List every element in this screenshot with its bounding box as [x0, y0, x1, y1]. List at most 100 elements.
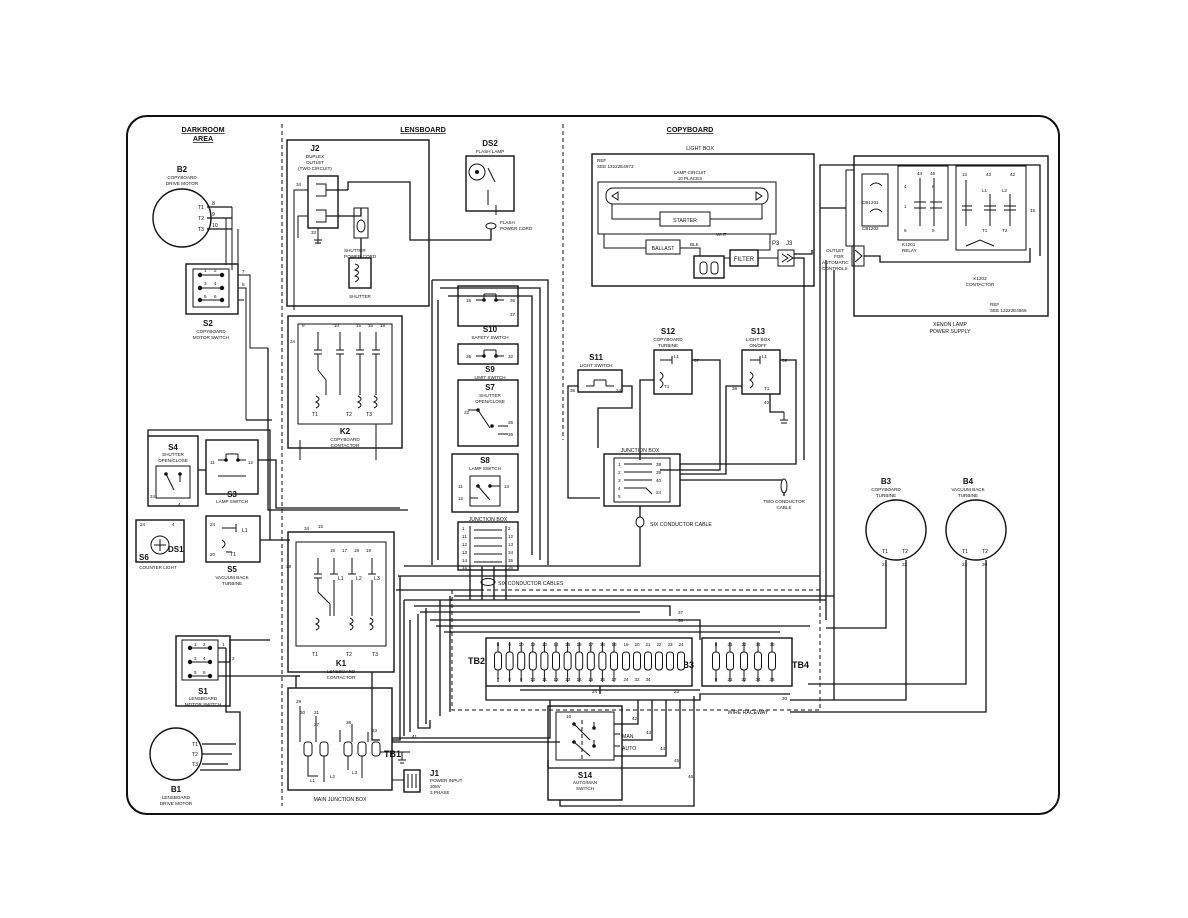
xenon-ref-2: SEE 13222E4866	[990, 308, 1027, 313]
k1202-term-43: 43	[986, 172, 992, 177]
tb2-terminal	[505, 651, 514, 671]
b1-desc-1: LENSBOARD	[162, 795, 191, 800]
lens-jb-wire-12: 12	[508, 534, 514, 539]
outlet-4: CONTROLS	[822, 266, 848, 271]
s6-id: S6	[139, 553, 149, 562]
tb2-bottom-label: 11	[542, 677, 547, 682]
b3-desc-2: TURBINE	[876, 493, 896, 498]
tb2-terminal	[563, 651, 572, 671]
tb2-bottom-label: 15	[588, 677, 594, 682]
s12-term-t1: T1	[664, 384, 670, 389]
s7-desc-2: OPEN/CLOSE	[475, 399, 505, 404]
s5-desc-2: TURBINE	[222, 581, 242, 586]
tb4-bottom-label: 34	[755, 677, 761, 682]
tb2-bottom-label: 8	[508, 677, 511, 682]
turbine-b3: B3 COPYBOARD TURBINE T1 T2 21 22	[790, 477, 927, 701]
p3-label: P3	[772, 241, 780, 247]
copy-jb-label: JUNCTION BOX	[621, 448, 660, 454]
s13-desc-2: ON/OFF	[749, 343, 767, 348]
b2-term-t2: T2	[198, 216, 204, 222]
s14-desc-2: SWITCH	[576, 786, 594, 791]
tb4-label: TB4	[792, 660, 809, 670]
switch-s13: S13 LIGHT BOX ON/OFF L1 T1 39 40 38	[680, 327, 797, 475]
tb2-top-label: 14	[553, 642, 559, 647]
s10-wire-36: 36	[510, 298, 516, 303]
lens-jb-pin-1: 1	[462, 526, 465, 531]
switch-s5: L1 T1 24 20 S5 VACUUM BACK TURBINE	[205, 515, 261, 586]
switch-s12: S12 COPYBOARD TURBINE L1 T1 37	[639, 327, 721, 471]
s14-label-auto: AUTO	[622, 746, 636, 752]
tb2-top-label: 13	[542, 642, 548, 647]
outlet-2: FOR	[834, 254, 844, 259]
tb2-bottom-label: 12	[553, 677, 559, 682]
xenon-title-2: POWER SUPPLY	[929, 329, 971, 335]
area-lensboard-label: LENSBOARD	[400, 125, 446, 134]
raceway-wire-41: 41	[412, 734, 418, 739]
ds2-desc: FLASH LAMP	[476, 149, 505, 154]
tb3-top-label: 22	[656, 642, 662, 647]
k1202-term-l2: L2	[1002, 188, 1008, 193]
lensboard-switch-bank: 15 36 37 S10 SAFETY SWITCH 36 32 S9 LIMI…	[431, 279, 549, 571]
b2-wire-10: 10	[212, 223, 218, 229]
tb2-terminal	[586, 651, 595, 671]
b3-wire-21: 21	[882, 562, 888, 567]
mjb-wire-31: 31	[314, 710, 320, 715]
raceway-wire-20: 20	[782, 696, 788, 701]
area-darkroom-label-2: AREA	[193, 134, 213, 143]
s7-id: S7	[485, 383, 495, 392]
s10-id: S10	[483, 325, 498, 334]
s1-term-2: 2	[203, 642, 206, 647]
xenon-title-1: XENON LAMP	[933, 322, 968, 328]
tb4-bottom-label: 22	[741, 677, 747, 682]
b2-term-t1: T1	[198, 205, 204, 211]
tb2-top-label: 12	[530, 642, 536, 647]
k2-id: K2	[340, 427, 351, 436]
tb3-terminal	[622, 651, 630, 671]
relay-term-5: 5	[932, 228, 935, 233]
b4-desc-2: TURBINE	[958, 493, 978, 498]
tb2-terminal	[552, 651, 560, 671]
tb3-top-label: 19	[623, 642, 629, 647]
k1202-term-13: 13	[962, 172, 968, 177]
lens-jb-pin-13: 13	[462, 550, 468, 555]
xenon-power-supply: OUTLET FOR AUTOMATIC CONTROLS CB1201 CB1…	[819, 155, 1049, 700]
s4-id: S4	[168, 443, 178, 452]
tb2-top-label: 18	[600, 642, 606, 647]
s2-term-1: 1	[204, 268, 207, 273]
tb2-terminal	[598, 651, 607, 671]
s9-wire-36: 36	[466, 354, 472, 359]
s4-wire-24: 24	[150, 494, 156, 499]
six-conductor-label: SIX CONDUCTOR CABLE	[650, 522, 712, 528]
relay-term-46: 46	[930, 171, 936, 176]
b1-term-t3: T3	[192, 762, 198, 768]
tb3-terminal	[677, 651, 685, 671]
cb1201-label: CB1201	[862, 200, 879, 205]
k2-term-t1: T1	[312, 412, 318, 418]
relay-term-1: 1	[904, 204, 907, 209]
s1-id: S1	[198, 687, 208, 696]
k1-term-l1: L1	[338, 576, 344, 582]
s1-desc-1: LENSBOARD	[189, 696, 218, 701]
lens-jb-pin-14: 14	[462, 558, 468, 563]
s9-id: S9	[485, 365, 495, 374]
switch-s11: S11 LIGHT SWITCH 38 24	[567, 353, 633, 499]
switch-s3: 11 12 S3 LAMP SWITCH	[205, 439, 259, 504]
b1-term-t2: T2	[192, 752, 198, 758]
shutter-label: SHUTTER	[349, 294, 371, 299]
mjb-wire-33: 33	[372, 728, 378, 733]
k1-wire-18: 18	[354, 548, 360, 553]
mjb-l3: L3	[352, 770, 358, 775]
tb2-bottom-label: 17	[611, 677, 617, 682]
s13-term-t1: T1	[764, 386, 770, 391]
motor-b2: B2 COPYBOARD DRIVE MOTOR T1 T2 T3 8 9 10	[152, 165, 239, 300]
main-junction-box: 29 30 31 37 38 33 L1 L2 L3 TB1 MAIN JUNC…	[287, 687, 410, 803]
k2-term-t2: T2	[346, 412, 352, 418]
s14-wire-44: 44	[660, 746, 666, 751]
k1-id: K1	[336, 659, 347, 668]
s2-term-4: 4	[214, 281, 217, 286]
filter-label: FILTER	[734, 257, 755, 263]
s12-term-l1: L1	[674, 354, 680, 359]
xenon-ref-1: REF	[990, 302, 999, 307]
